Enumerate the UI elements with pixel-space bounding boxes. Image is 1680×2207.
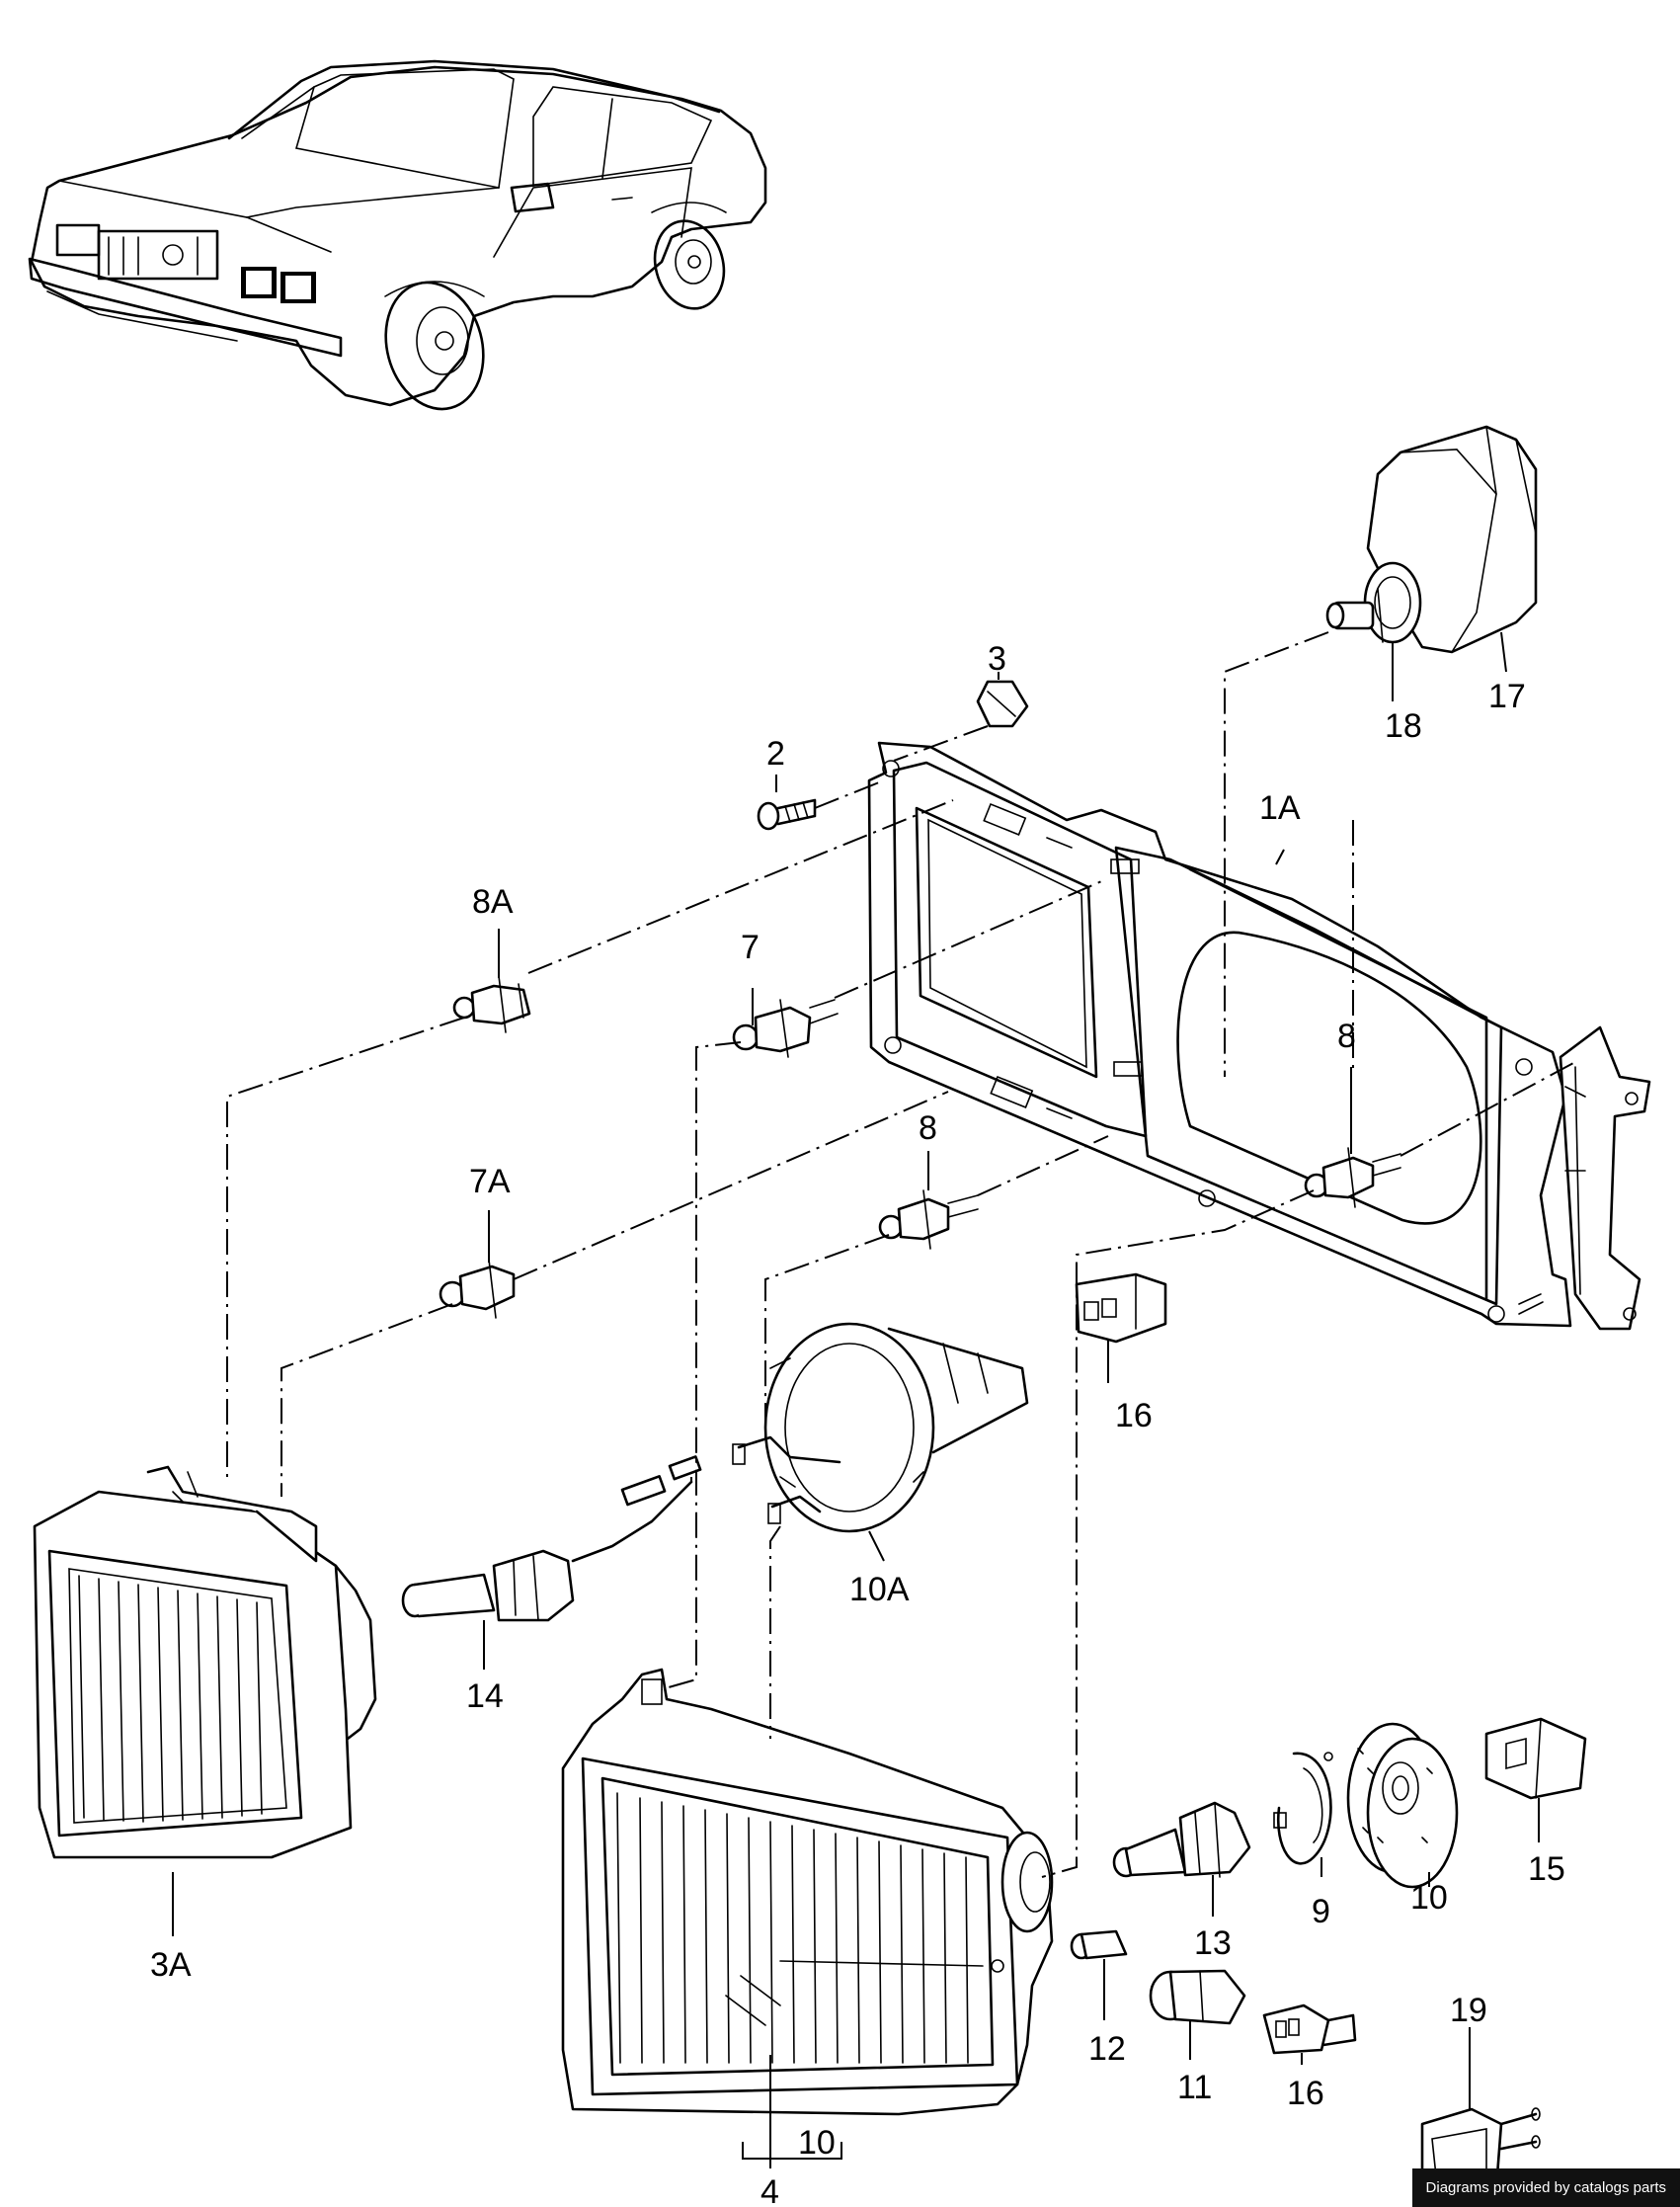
connector-15 bbox=[1484, 1717, 1587, 1800]
main-headlight-4 bbox=[561, 1668, 1054, 2116]
bulb-holder-11 bbox=[1149, 1969, 1246, 2025]
part-label-17: 17 bbox=[1488, 678, 1526, 715]
part-label-10-right: 10 bbox=[1410, 1879, 1448, 1917]
part-label-18: 18 bbox=[1385, 707, 1422, 745]
part-label-11: 11 bbox=[1177, 2069, 1212, 2106]
part-label-4: 4 bbox=[760, 2173, 779, 2207]
round-headlight-housing bbox=[1363, 425, 1538, 654]
part-label-13: 13 bbox=[1194, 1924, 1232, 1962]
adjuster-7 bbox=[732, 999, 839, 1058]
part-label-10A: 10A bbox=[849, 1571, 910, 1608]
adjuster-7A bbox=[439, 1259, 516, 1319]
bulb-13 bbox=[1112, 1801, 1251, 1878]
connector-16-mid bbox=[1075, 1272, 1167, 1344]
part-labels: 3 2 18 17 1A 8A 7 8 7A 8 16 10A 14 3A 13… bbox=[150, 640, 1565, 2207]
assembly-lines bbox=[226, 631, 1576, 1878]
part-label-8-lower: 8 bbox=[919, 1109, 937, 1147]
adjuster-8-lower bbox=[878, 1189, 979, 1250]
part-label-7A: 7A bbox=[469, 1163, 511, 1200]
credit-footer: Diagrams provided by catalogs parts bbox=[1411, 2168, 1680, 2207]
car-illustration bbox=[28, 59, 767, 411]
part-label-10-bracket: 10 bbox=[798, 2124, 836, 2162]
leader-lines bbox=[172, 631, 1540, 2168]
part-label-16-mid: 16 bbox=[1115, 1397, 1153, 1434]
ring-9 bbox=[1273, 1752, 1333, 1865]
headlight-mounting-frame bbox=[867, 741, 1651, 1331]
part-label-16-low: 16 bbox=[1287, 2075, 1324, 2112]
part-label-12: 12 bbox=[1088, 2030, 1126, 2068]
bulb-14 bbox=[401, 1455, 702, 1622]
connector-16-low bbox=[1262, 2003, 1357, 2055]
part-label-15: 15 bbox=[1528, 1850, 1565, 1888]
rubber-cap-10 bbox=[1346, 1722, 1459, 1889]
bulb-18 bbox=[1325, 588, 1384, 643]
part-label-7: 7 bbox=[741, 929, 760, 966]
clip-3 bbox=[976, 680, 1029, 728]
part-label-3: 3 bbox=[988, 640, 1006, 678]
part-label-19: 19 bbox=[1450, 1992, 1487, 2029]
part-label-2: 2 bbox=[766, 735, 785, 773]
part-label-8A: 8A bbox=[472, 883, 514, 921]
adjuster-8A bbox=[452, 975, 531, 1033]
fog-light-3A bbox=[33, 1465, 377, 1859]
bulb-holder-10A bbox=[732, 1322, 1029, 1533]
part-label-14: 14 bbox=[466, 1677, 504, 1715]
part-label-8-upper: 8 bbox=[1337, 1018, 1356, 1055]
part-label-9: 9 bbox=[1312, 1893, 1330, 1930]
adjuster-8-upper bbox=[1304, 1147, 1401, 1208]
bulb-12 bbox=[1070, 1929, 1128, 1960]
part-label-1A: 1A bbox=[1259, 789, 1301, 827]
part-label-3A: 3A bbox=[150, 1946, 192, 1984]
screw-2 bbox=[757, 798, 817, 831]
